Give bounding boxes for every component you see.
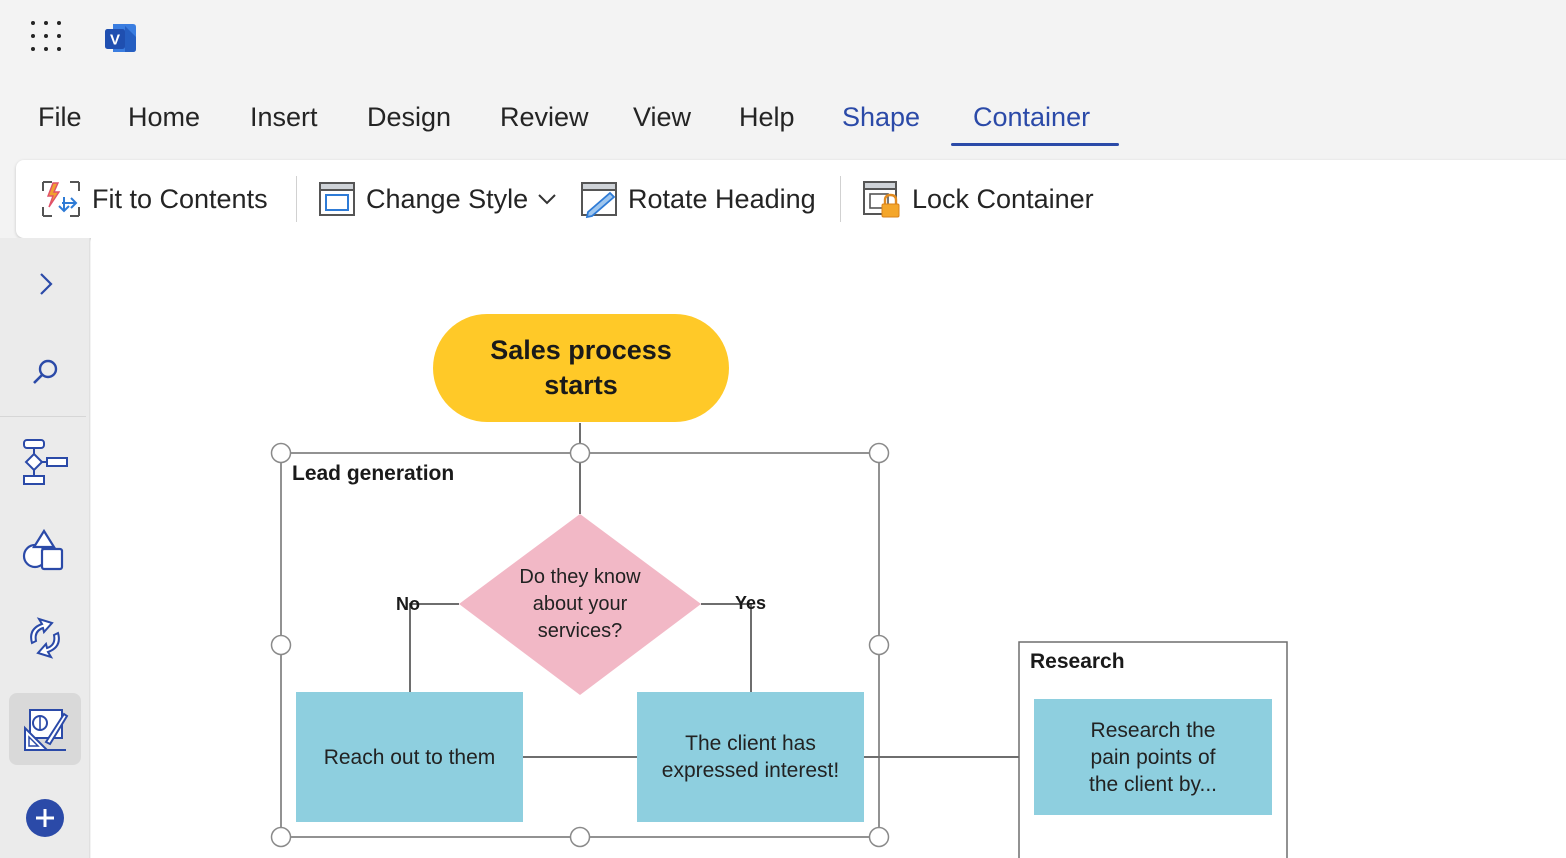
drafting-tools-icon xyxy=(24,709,69,751)
chevron-down-icon xyxy=(538,194,556,205)
chevron-right-icon xyxy=(40,273,53,295)
ribbon-tabs: File Home Insert Design Review View Help… xyxy=(0,92,1566,148)
tab-review[interactable]: Review xyxy=(500,102,589,132)
resize-handle-middle-right[interactable] xyxy=(868,634,890,656)
basic-shapes-icon xyxy=(22,528,64,571)
add-more-shapes-button[interactable] xyxy=(9,782,81,854)
tab-file[interactable]: File xyxy=(38,102,82,132)
resize-handle-top-center[interactable] xyxy=(569,442,591,464)
resize-handle-middle-left[interactable] xyxy=(270,634,292,656)
add-circle-icon xyxy=(26,799,64,837)
flowchart-shapes-icon xyxy=(23,439,68,485)
search-icon xyxy=(33,359,58,384)
tab-container[interactable]: Container xyxy=(973,102,1091,132)
client-interest-process-shape[interactable] xyxy=(637,692,864,822)
visio-logo-icon[interactable]: V xyxy=(103,20,139,56)
flowchart-stencil-button[interactable] xyxy=(9,426,81,498)
active-tab-indicator xyxy=(951,143,1119,146)
lock-container-label: Lock Container xyxy=(912,183,1094,214)
rail-divider xyxy=(0,416,86,417)
fit-to-contents-button[interactable]: Fit to Contents xyxy=(40,176,268,222)
reach-out-process-shape[interactable] xyxy=(296,692,523,822)
start-text-line2: starts xyxy=(544,370,618,400)
diagram-svg xyxy=(270,314,1288,858)
decision-text-line1: Do they know xyxy=(519,565,641,588)
lock-container-button[interactable]: Lock Container xyxy=(862,176,1094,222)
decision-diamond-shape[interactable] xyxy=(459,514,701,695)
resize-handle-bottom-right[interactable] xyxy=(868,826,890,848)
client-interest-line1: The client has xyxy=(685,732,816,755)
research-text-line1: Research the xyxy=(1090,718,1216,742)
resize-handle-bottom-left[interactable] xyxy=(270,826,292,848)
cycle-shapes-button[interactable] xyxy=(9,602,81,674)
drawing-canvas[interactable]: Sales process starts Lead generation Do … xyxy=(91,238,1566,858)
tab-help[interactable]: Help xyxy=(739,102,795,132)
app-launcher-icon[interactable] xyxy=(31,21,63,53)
rotate-heading-label: Rotate Heading xyxy=(628,183,816,214)
start-terminal-shape[interactable] xyxy=(433,314,729,422)
tab-shape[interactable]: Shape xyxy=(842,102,921,132)
resize-handle-top-right[interactable] xyxy=(868,442,890,464)
connector-yes-branch[interactable] xyxy=(701,603,752,692)
reach-out-label: Reach out to them xyxy=(323,745,496,769)
change-style-label: Change Style xyxy=(366,183,529,214)
ribbon-separator xyxy=(296,176,297,222)
drawing-tools-button[interactable] xyxy=(9,693,81,765)
resize-handle-top-left[interactable] xyxy=(270,442,292,464)
client-interest-line2: expressed interest! xyxy=(661,759,840,782)
rotate-heading-button[interactable]: Rotate Heading xyxy=(580,176,816,222)
fit-to-contents-icon xyxy=(42,181,80,217)
tab-design[interactable]: Design xyxy=(367,102,452,132)
start-text-line1: Sales process xyxy=(490,335,672,365)
connector-no-branch[interactable] xyxy=(409,603,459,692)
reach-out-text: Reach out to them xyxy=(296,692,523,822)
rotate-heading-icon xyxy=(581,182,617,219)
tab-home[interactable]: Home xyxy=(128,102,201,132)
title-bar: V xyxy=(0,0,1566,80)
basic-shapes-button[interactable] xyxy=(9,514,81,586)
yes-branch-label: Yes xyxy=(735,593,767,613)
resize-handle-bottom-center[interactable] xyxy=(569,826,591,848)
research-process-shape[interactable] xyxy=(1034,699,1272,815)
research-process-text: Research the pain points of the client b… xyxy=(1034,699,1272,815)
decision-text: Do they know about your services? xyxy=(471,550,689,658)
tab-view[interactable]: View xyxy=(633,102,692,132)
lead-generation-heading: Lead generation xyxy=(292,462,455,485)
start-terminal-text: Sales process starts xyxy=(433,314,729,422)
change-style-button[interactable]: Change Style xyxy=(318,176,558,222)
lock-container-icon xyxy=(863,181,900,218)
research-text-line3: the client by... xyxy=(1088,772,1217,796)
search-shapes-button[interactable] xyxy=(9,336,81,408)
research-text-line2: pain points of xyxy=(1090,745,1216,769)
left-shapes-rail xyxy=(0,238,90,858)
expand-panel-button[interactable] xyxy=(9,248,81,320)
visio-logo-letter: V xyxy=(110,32,120,49)
research-heading: Research xyxy=(1030,650,1125,673)
no-branch-label: No xyxy=(396,594,420,614)
ribbon-toolbar: Fit to Contents Change Style Rotate Head… xyxy=(16,160,1566,238)
tab-insert[interactable]: Insert xyxy=(250,102,318,132)
change-style-icon xyxy=(319,182,355,216)
decision-text-line2: about your xyxy=(532,592,628,615)
client-interest-text: The client has expressed interest! xyxy=(637,692,864,822)
decision-text-line3: services? xyxy=(537,619,623,642)
fit-to-contents-label: Fit to Contents xyxy=(92,183,268,214)
ribbon-separator xyxy=(840,176,841,222)
cycle-arrows-icon xyxy=(30,617,60,659)
